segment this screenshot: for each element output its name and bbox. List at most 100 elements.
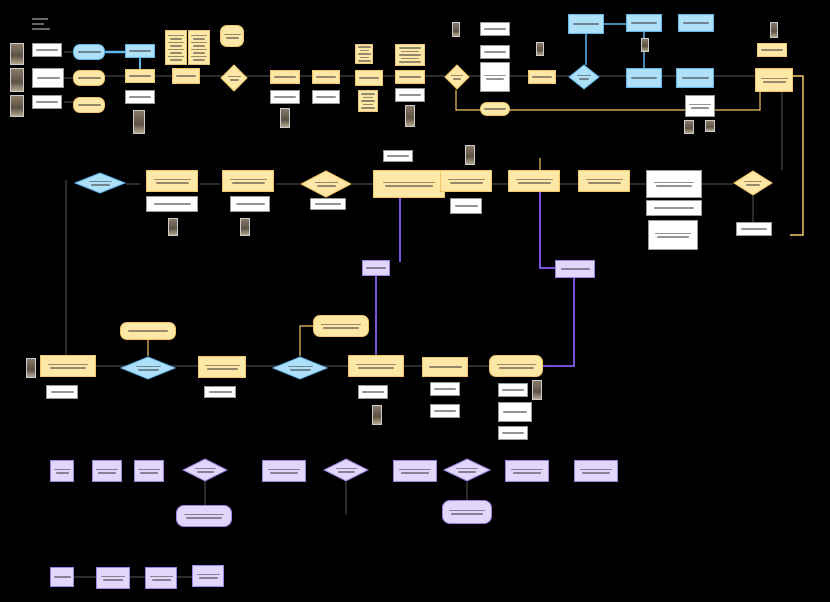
sticky-note[interactable] [358, 90, 378, 112]
rounded-process-box[interactable] [220, 25, 244, 47]
pending-decision-diamond[interactable] [323, 458, 369, 482]
screenshot-thumbnail[interactable] [452, 22, 460, 37]
note-box[interactable] [450, 198, 482, 214]
process-box[interactable] [422, 357, 468, 377]
screenshot-thumbnail[interactable] [641, 38, 649, 52]
note-box[interactable] [736, 222, 772, 236]
rounded-pending-box[interactable] [176, 505, 232, 527]
sticky-note[interactable] [355, 44, 373, 64]
note-box[interactable] [480, 22, 510, 36]
note-box[interactable] [312, 90, 340, 104]
note-box[interactable] [146, 196, 198, 212]
process-box[interactable] [755, 68, 793, 92]
note-box[interactable] [646, 200, 702, 216]
note-box[interactable] [32, 95, 62, 109]
note-box[interactable] [498, 402, 532, 422]
screenshot-thumbnail[interactable] [684, 120, 694, 134]
sticky-note[interactable] [188, 30, 210, 65]
system-box[interactable] [626, 68, 662, 88]
pending-box[interactable] [92, 460, 122, 482]
note-box[interactable] [648, 220, 698, 250]
rounded-process-box[interactable] [480, 102, 510, 116]
process-box[interactable] [198, 356, 246, 378]
pending-box[interactable] [555, 260, 595, 278]
process-box[interactable] [578, 170, 630, 192]
note-box[interactable] [204, 386, 236, 398]
decision-diamond[interactable] [220, 64, 248, 92]
process-box[interactable] [395, 70, 425, 84]
note-box[interactable] [498, 383, 528, 397]
decision-diamond[interactable] [733, 170, 773, 196]
process-box[interactable] [355, 70, 383, 86]
pending-box[interactable] [134, 460, 164, 482]
pending-box[interactable] [50, 460, 74, 482]
note-box[interactable] [230, 196, 270, 212]
pending-box[interactable] [362, 260, 390, 276]
sticky-note[interactable] [165, 30, 187, 65]
system-box[interactable] [626, 14, 662, 32]
system-decision-diamond[interactable] [272, 356, 328, 380]
screenshot-thumbnail[interactable] [280, 108, 290, 128]
screenshot-thumbnail[interactable] [133, 110, 145, 134]
process-box[interactable] [222, 170, 274, 192]
note-box[interactable] [480, 62, 510, 92]
screenshot-thumbnail[interactable] [26, 358, 36, 378]
screenshot-thumbnail[interactable] [770, 22, 778, 38]
pending-box[interactable] [145, 567, 177, 589]
rounded-process-box[interactable] [73, 97, 105, 113]
pending-box[interactable] [574, 460, 618, 482]
note-box[interactable] [46, 385, 78, 399]
process-box[interactable] [40, 355, 96, 377]
pending-decision-diamond[interactable] [443, 458, 491, 482]
sticky-note[interactable] [395, 44, 425, 66]
rounded-system-box[interactable] [73, 44, 105, 60]
system-decision-diamond[interactable] [568, 64, 600, 90]
note-box[interactable] [32, 43, 62, 57]
screenshot-thumbnail[interactable] [405, 105, 415, 127]
note-box[interactable] [310, 198, 346, 210]
rounded-process-box[interactable] [489, 355, 543, 377]
process-box[interactable] [373, 170, 445, 198]
process-box[interactable] [270, 70, 300, 84]
screenshot-thumbnail[interactable] [705, 120, 715, 132]
system-box[interactable] [125, 44, 155, 58]
system-decision-diamond[interactable] [74, 172, 126, 194]
note-box[interactable] [270, 90, 300, 104]
pending-box[interactable] [50, 567, 74, 587]
note-box[interactable] [498, 426, 528, 440]
screenshot-thumbnail[interactable] [372, 405, 382, 425]
screenshot-thumbnail[interactable] [168, 218, 178, 236]
screenshot-thumbnail[interactable] [532, 380, 542, 400]
process-box[interactable] [312, 70, 340, 84]
pending-box[interactable] [505, 460, 549, 482]
rounded-process-box[interactable] [120, 322, 176, 340]
system-decision-diamond[interactable] [120, 356, 176, 380]
process-box[interactable] [757, 43, 787, 57]
note-box[interactable] [685, 95, 715, 117]
process-box[interactable] [146, 170, 198, 192]
pending-box[interactable] [192, 565, 224, 587]
process-box[interactable] [508, 170, 560, 192]
note-box[interactable] [32, 68, 64, 88]
screenshot-thumbnail[interactable] [10, 95, 24, 117]
note-box[interactable] [480, 45, 510, 59]
note-box[interactable] [646, 170, 702, 198]
pending-box[interactable] [262, 460, 306, 482]
note-box[interactable] [383, 150, 413, 162]
screenshot-thumbnail[interactable] [10, 68, 24, 92]
note-box[interactable] [125, 90, 155, 104]
rounded-process-box[interactable] [73, 70, 105, 86]
process-box[interactable] [172, 68, 200, 84]
screenshot-thumbnail[interactable] [536, 42, 544, 56]
process-box[interactable] [528, 70, 556, 84]
process-box[interactable] [348, 355, 404, 377]
screenshot-thumbnail[interactable] [10, 43, 24, 65]
system-box[interactable] [678, 14, 714, 32]
screenshot-thumbnail[interactable] [240, 218, 250, 236]
process-box[interactable] [125, 69, 155, 83]
process-box[interactable] [440, 170, 492, 192]
rounded-process-box[interactable] [313, 315, 369, 337]
system-box[interactable] [676, 68, 714, 88]
note-box[interactable] [358, 385, 388, 399]
decision-diamond[interactable] [300, 170, 352, 198]
